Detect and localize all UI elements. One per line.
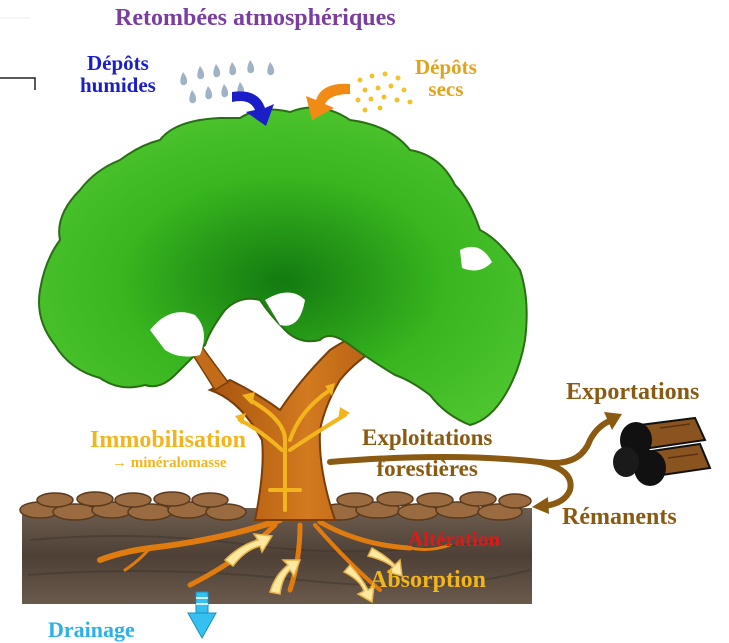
wet-deposits-line2: humides (80, 73, 156, 98)
absorption-arrows (223, 533, 403, 604)
canopy-gap-right (460, 246, 492, 271)
alteration-label: Altération (408, 527, 501, 551)
wet-deposits-label: Dépôts humides (80, 52, 156, 96)
dry-deposits-label: Dépôts secs (415, 56, 477, 100)
canopy-gap-left (150, 312, 204, 357)
frame-corner (0, 77, 36, 90)
absorption-label: Absorption (370, 567, 487, 593)
exploitation-line2: forestières (376, 456, 478, 482)
immobilisation-arrowheads (235, 383, 350, 425)
wet-deposits-line1: Dépôts (87, 51, 149, 75)
remanents-arrowhead (532, 497, 549, 514)
immobilisation-label: Immobilisation (90, 427, 247, 453)
exportations-arrowhead (604, 412, 622, 430)
remanents-label: Rémanents (562, 504, 677, 530)
forest-exploitation-label: Exploitations forestières (362, 422, 492, 484)
dry-deposits-line2: secs (428, 77, 464, 102)
exploitation-line1: Exploitations (362, 425, 493, 450)
mineralomass-label: → minéralomasse (112, 455, 227, 471)
dry-particles-icon (355, 71, 413, 113)
dry-deposit-arrow (306, 83, 350, 120)
canopy (38, 106, 528, 427)
exportations-label: Exportations (566, 379, 700, 405)
canopy-gap-center (265, 292, 305, 326)
remanents-arrow (537, 459, 574, 509)
trunk (207, 318, 407, 521)
wet-deposit-arrow (232, 91, 274, 126)
log-pile-icon (613, 416, 712, 486)
rain-drops-icon (180, 60, 275, 104)
drainage-arrow (187, 591, 217, 640)
diagram-title: Retombées atmosphériques (115, 5, 396, 31)
immobilisation-arrows (238, 388, 347, 512)
drainage-label: Drainage (48, 617, 135, 642)
litter-layer (19, 491, 532, 521)
dry-deposits-line1: Dépôts (415, 55, 477, 79)
